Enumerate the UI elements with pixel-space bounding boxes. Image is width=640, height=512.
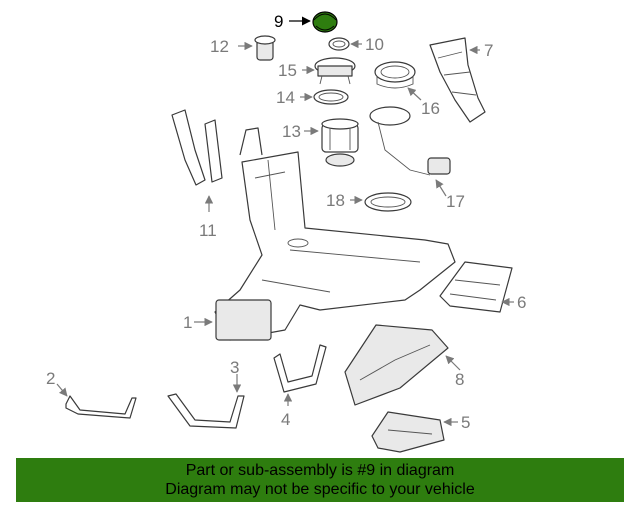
callout-7[interactable]: 7 [484, 41, 493, 60]
callout-14[interactable]: 14 [276, 88, 295, 107]
callout-6[interactable]: 6 [517, 293, 526, 312]
callout-4[interactable]: 4 [281, 410, 290, 429]
leader-2 [56, 383, 68, 397]
part-7-filler-tube[interactable] [429, 37, 486, 123]
callout-11[interactable]: 11 [199, 221, 217, 240]
part-18-gasket[interactable] [364, 192, 412, 212]
part-2-strap[interactable] [65, 395, 137, 419]
callout-9[interactable]: 9 [274, 12, 283, 31]
part-6-heat-shield[interactable] [439, 261, 513, 313]
callout-18[interactable]: 18 [326, 191, 345, 210]
callout-15[interactable]: 15 [278, 61, 297, 80]
part-16-lock-ring[interactable] [374, 61, 416, 89]
part-14-seal[interactable] [313, 89, 349, 105]
parts-diagram: 9 10 7 12 15 16 14 [46, 11, 526, 453]
part-12-valve[interactable] [254, 35, 276, 61]
info-banner: Part or sub-assembly is #9 in diagram Di… [16, 458, 624, 502]
callout-12[interactable]: 12 [210, 37, 229, 56]
callout-8[interactable]: 8 [455, 370, 464, 389]
part-3-strap[interactable] [167, 393, 245, 429]
part-8-shield[interactable] [344, 324, 449, 406]
part-17-sending-unit[interactable] [369, 106, 451, 176]
callout-17[interactable]: 17 [446, 192, 465, 211]
part-5-bracket[interactable] [371, 411, 445, 453]
banner-line-1: Part or sub-assembly is #9 in diagram [185, 462, 455, 479]
leader-8 [445, 355, 461, 371]
callout-5[interactable]: 5 [461, 413, 470, 432]
part-13-pump-module[interactable] [321, 118, 359, 167]
part-15-sender-top[interactable] [314, 57, 356, 85]
callout-16[interactable]: 16 [421, 99, 440, 118]
part-10-oring[interactable] [328, 37, 350, 51]
banner-line-2: Diagram may not be specific to your vehi… [165, 481, 475, 498]
part-1-fuel-tank[interactable] [214, 127, 456, 341]
callout-10[interactable]: 10 [365, 35, 384, 54]
leader-16 [407, 87, 422, 101]
part-4-strap[interactable] [273, 344, 327, 393]
callout-1[interactable]: 1 [183, 313, 192, 332]
callout-13[interactable]: 13 [282, 122, 301, 141]
part-9-cap[interactable] [312, 11, 338, 33]
leader-17 [435, 179, 447, 197]
part-11-vent-tube[interactable] [171, 109, 223, 186]
callout-3[interactable]: 3 [230, 358, 239, 377]
callout-2[interactable]: 2 [46, 369, 55, 388]
